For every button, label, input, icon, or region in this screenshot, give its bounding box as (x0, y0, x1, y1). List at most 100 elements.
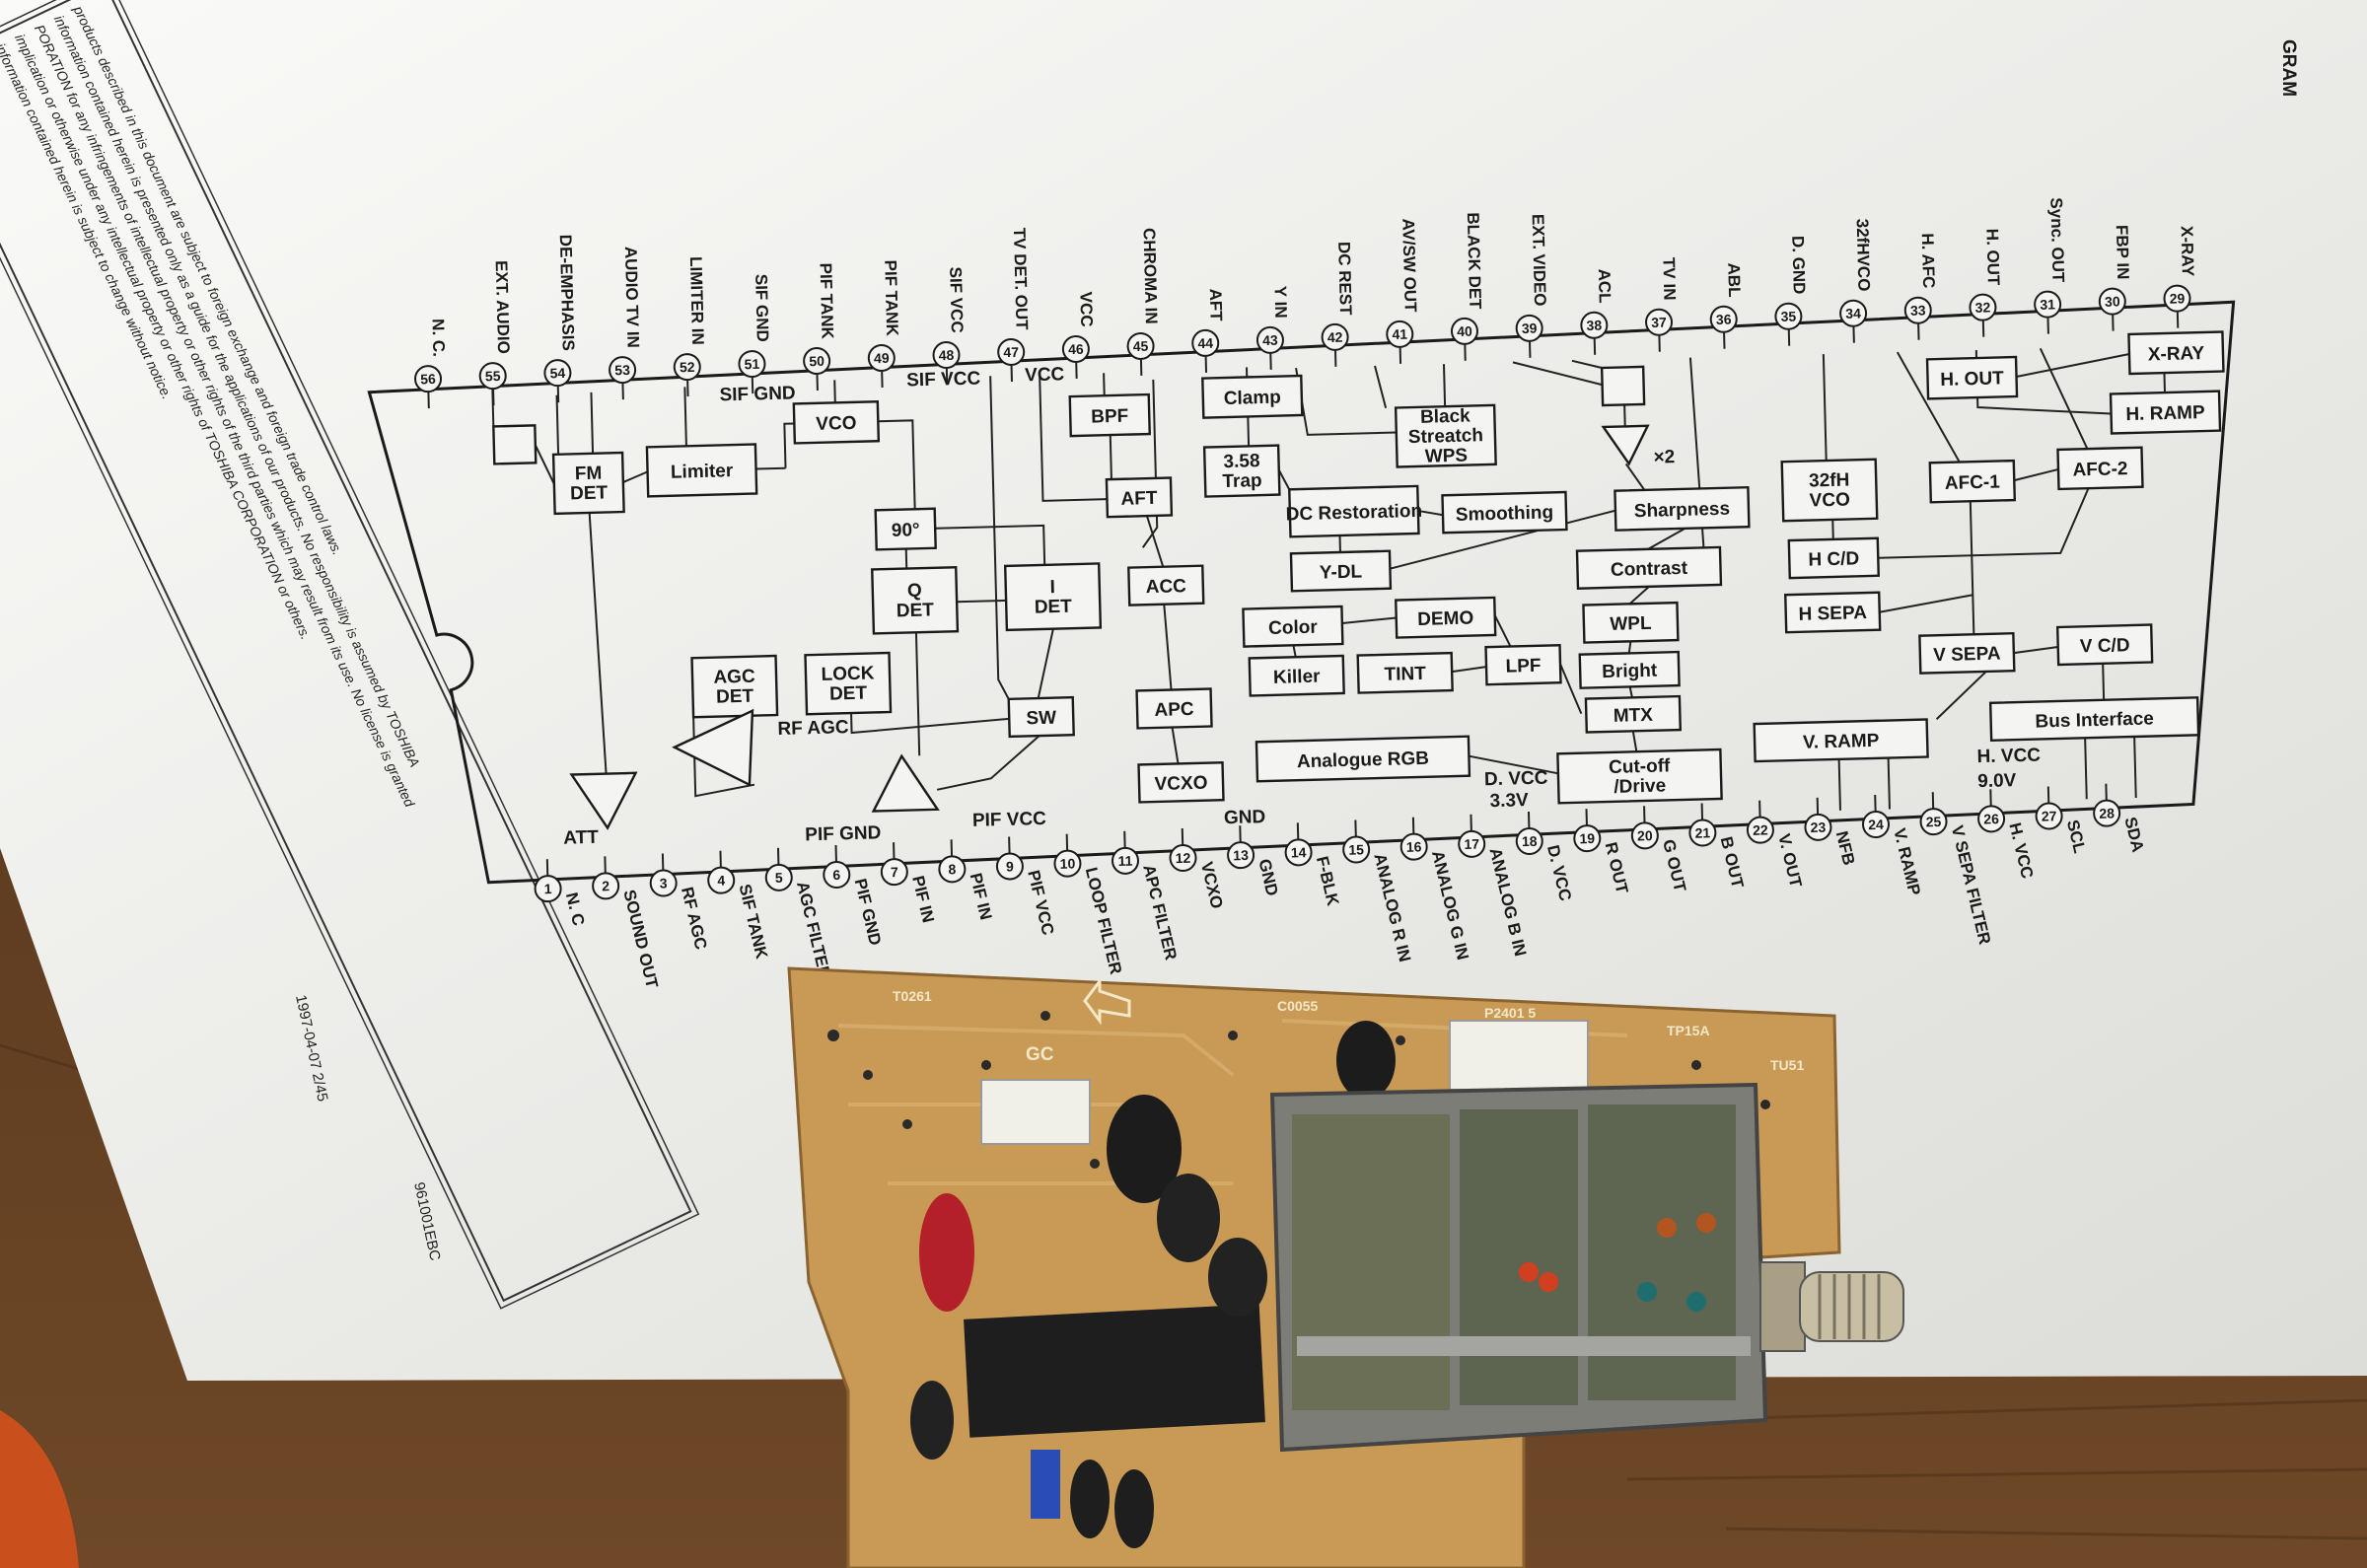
block-mtx: MTX (1584, 694, 1683, 734)
function-blocks: FMDETLimiterVCO90°QDETIDETAGCDETLOCKDETS… (551, 330, 2225, 805)
top-pin-label: PIF TANK (881, 259, 901, 336)
block-lpf: LPF (1484, 643, 1562, 686)
block-label: AGCDET (713, 667, 756, 708)
block-dc-restoration: DC Restoration (1286, 484, 1423, 538)
block-label: BPF (1091, 406, 1129, 428)
wire (1969, 501, 1975, 635)
top-pin-label: N. C. (428, 319, 448, 357)
wire (1247, 416, 1251, 447)
wire (1631, 731, 1638, 752)
block-label: Analogue RGB (1297, 748, 1430, 773)
bottom-pin-number: 17 (1464, 836, 1479, 852)
wire (1037, 628, 1054, 699)
block-black-stretch: BlackStreatchWPS (1394, 403, 1497, 468)
rf-agc-label: RF AGC (777, 717, 849, 740)
block-label: Sharpness (1634, 499, 1731, 523)
block-demo: DEMO (1395, 596, 1497, 639)
top-pin-number: 44 (1197, 335, 1213, 351)
top-pin-label: SIF GND (752, 274, 772, 342)
block-wpl: WPL (1582, 601, 1680, 644)
block-label: IDET (1034, 577, 1072, 618)
bottom-pin-number: 13 (1233, 847, 1249, 863)
wire (491, 389, 495, 427)
bottom-pin-number: 27 (2042, 808, 2057, 823)
dvcc-label: D. VCC (1484, 768, 1548, 791)
block-label: AFT (1120, 488, 1158, 510)
att-label: ATT (563, 827, 599, 849)
pcb-tu51-label: TU51 (1770, 1057, 1804, 1073)
wire (1571, 359, 1603, 369)
block-label: V C/D (2080, 635, 2130, 657)
block-bus: Bus Interface (1988, 696, 2200, 743)
wire (1627, 641, 1632, 654)
block-label: AFC-2 (2072, 459, 2127, 480)
wire (1822, 354, 1828, 462)
top-pin-number: 50 (809, 353, 825, 369)
wire (878, 419, 916, 510)
wire (1374, 365, 1388, 409)
pcb-c0055-label: C0055 (1277, 998, 1318, 1014)
top-pin-label: DC REST (1334, 242, 1355, 317)
top-pin-number: 52 (680, 359, 695, 375)
top-pin-number: 45 (1133, 338, 1149, 354)
top-pin-number: 29 (2170, 290, 2186, 306)
block-acc: ACC (1127, 564, 1205, 606)
block-vco32: 32fHVCO (1780, 458, 1879, 523)
pif-amp-icon (871, 753, 940, 813)
wire (1452, 666, 1487, 674)
bottom-pin-number: 19 (1579, 830, 1595, 846)
block-bright: Bright (1578, 650, 1681, 689)
bottom-pin-number: 6 (832, 867, 840, 883)
wire (2163, 373, 2166, 393)
block-label: DEMO (1417, 607, 1474, 629)
bottom-pin-number: 23 (1810, 820, 1826, 835)
block-label: VCO (816, 413, 857, 435)
top-pin-number: 55 (485, 368, 501, 384)
block-label: VCXO (1154, 773, 1207, 795)
hvcc-value: 9.0V (1977, 770, 2017, 792)
top-pin-label: TV IN (1659, 257, 1679, 301)
top-pin-label: Y IN (1270, 286, 1290, 319)
top-pin-label: EXT. AUDIO (492, 260, 513, 354)
block-hsepa: H SEPA (1784, 591, 1882, 634)
block-hcd: H C/D (1787, 536, 1880, 580)
top-pin-label: D. GND (1788, 236, 1809, 295)
block-label: Killer (1273, 667, 1322, 688)
top-pin-label: SIF VCC (946, 266, 967, 333)
block-cutoff-drive: Cut-off/Drive (1556, 748, 1723, 805)
block-label: Contrast (1611, 558, 1688, 581)
top-pin-number: 32 (1974, 299, 1990, 315)
wire (1163, 604, 1173, 690)
top-pin-label: H. AFC (1918, 233, 1938, 289)
top-pin-number: 33 (1910, 302, 1926, 318)
gnd-label: GND (1224, 807, 1266, 828)
top-pin-label: Sync. OUT (2046, 197, 2067, 283)
wire (1141, 379, 1159, 548)
block-limiter: Limiter (645, 443, 758, 498)
block-label: FMDET (569, 463, 608, 504)
dvcc-value: 3.3V (1489, 790, 1529, 812)
wire (1831, 519, 1834, 539)
top-pin-number: 38 (1586, 318, 1602, 333)
top-pin-number: 40 (1457, 323, 1472, 339)
signal-wires (491, 347, 2166, 811)
block-color: Color (1242, 605, 1344, 648)
bottom-pin-number: 20 (1637, 827, 1653, 843)
wire (1039, 374, 1108, 502)
audio-switch (492, 424, 538, 465)
block-label: DC Restoration (1286, 501, 1423, 526)
pif-gnd-label: PIF GND (805, 822, 882, 845)
block-label: TINT (1384, 664, 1426, 685)
vcc-label: VCC (1025, 364, 1065, 386)
top-pin-label: X-RAY (2178, 226, 2197, 277)
bottom-pin-number: 5 (775, 870, 783, 886)
block-lock-det: LOCKDET (804, 651, 893, 716)
